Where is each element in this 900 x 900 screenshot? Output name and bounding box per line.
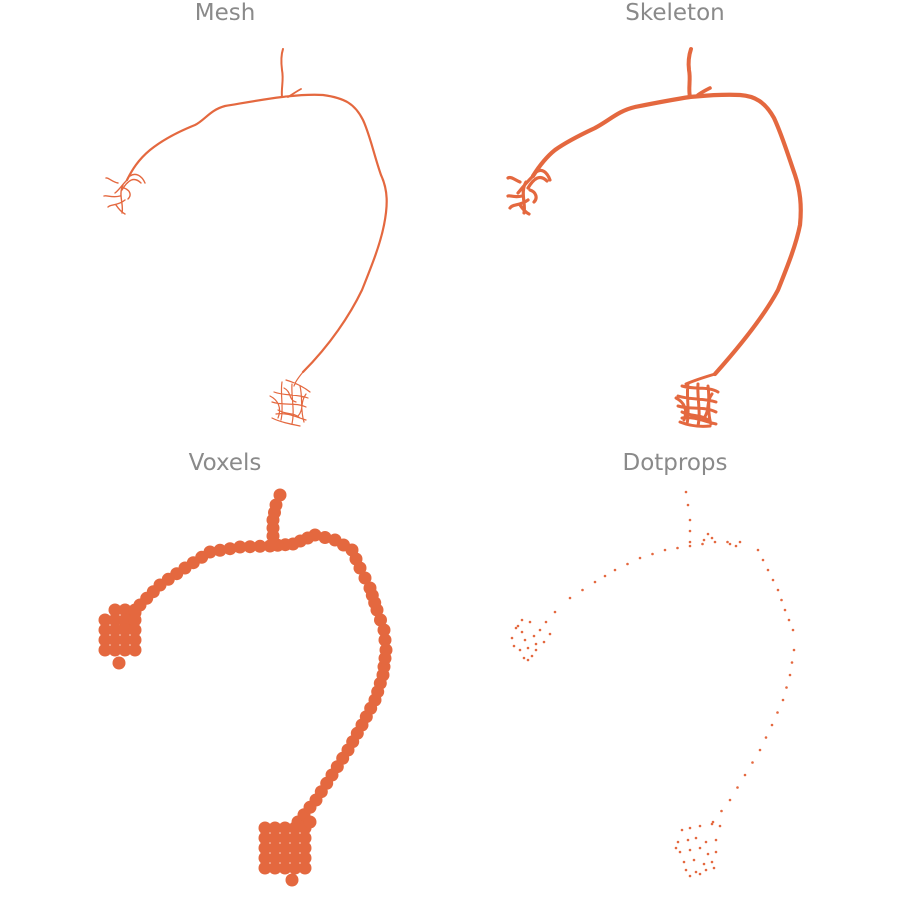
mesh-title: Mesh <box>194 0 256 26</box>
mesh-lateral-tuft <box>103 173 146 215</box>
voxels-title: Voxels <box>188 450 262 476</box>
skeleton-lateral-tuft <box>506 168 552 216</box>
mesh-primary-neurite <box>280 48 284 98</box>
skeleton-neuron-render <box>506 47 803 428</box>
dotprops-neuron-render <box>510 490 796 878</box>
mesh-terminal-tuft <box>269 371 311 427</box>
mesh-neuron-render <box>103 48 388 427</box>
mesh-panel: Mesh <box>0 0 450 450</box>
voxels-panel: Voxels <box>0 450 450 900</box>
voxel-neuron-render <box>98 488 393 887</box>
skeleton-terminal-tuft <box>674 372 720 428</box>
mesh-side-branch <box>287 88 302 98</box>
skeleton-title: Skeleton <box>625 0 725 26</box>
mesh-main-arbor <box>125 93 388 374</box>
skeleton-primary-neurite <box>686 47 693 99</box>
skeleton-side-branch <box>696 86 712 97</box>
dotprops-title: Dotprops <box>622 450 728 476</box>
dotprops-panel: Dotprops <box>450 450 900 900</box>
skeleton-main-arbor <box>530 92 803 377</box>
skeleton-panel: Skeleton <box>450 0 900 450</box>
